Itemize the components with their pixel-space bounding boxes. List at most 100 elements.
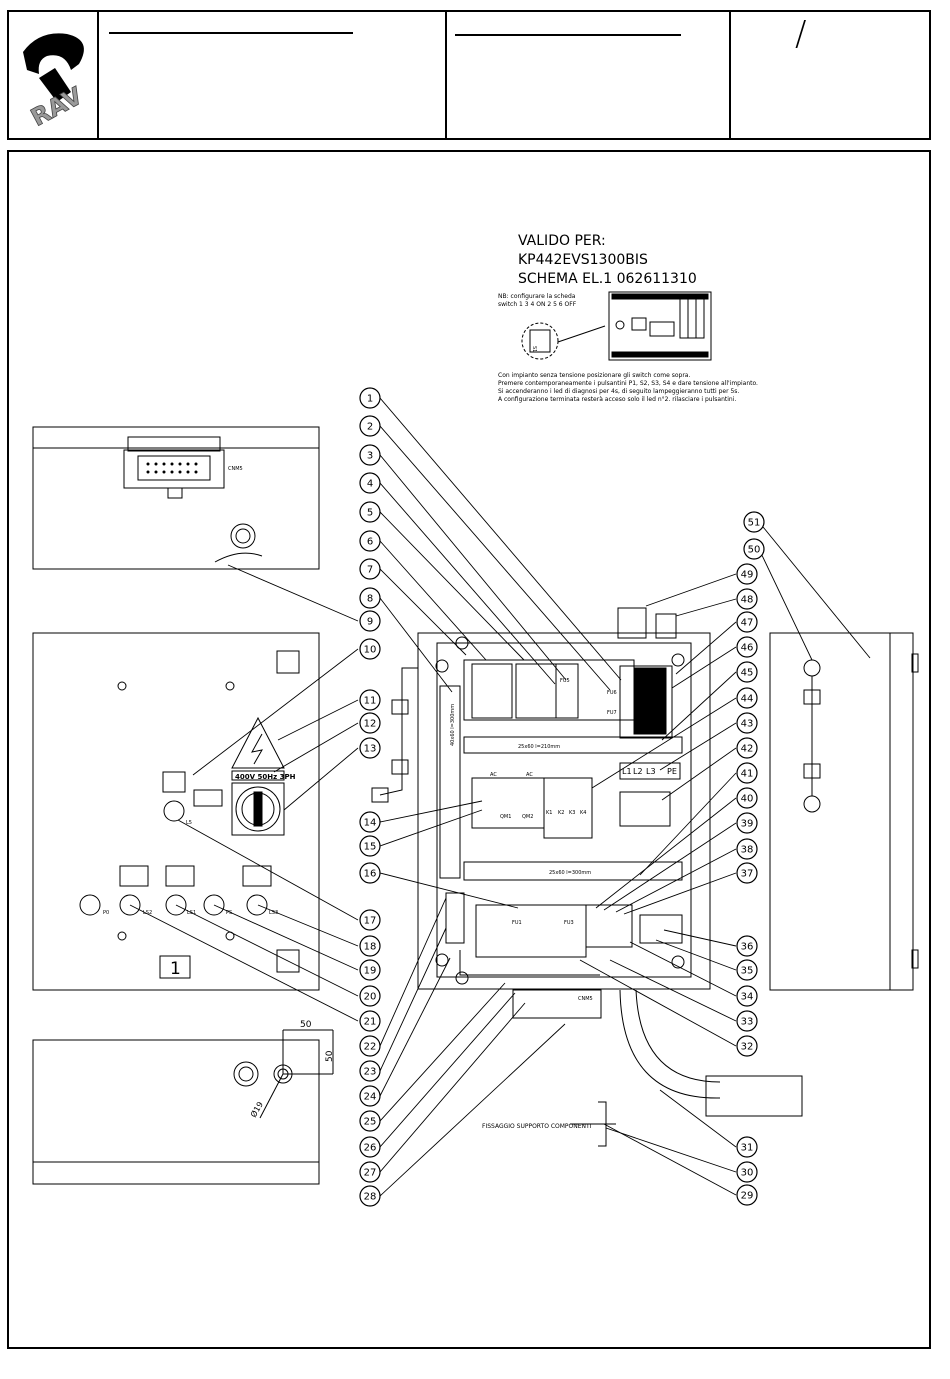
duct-bottom-label: 25x60 l=300mm	[549, 870, 591, 876]
callout-37: 37	[736, 862, 758, 884]
callout-number: 27	[364, 1168, 377, 1179]
callout-number: 46	[741, 643, 754, 654]
config-instr-2: Premere contemporaneamente i pulsantini …	[498, 380, 758, 387]
l3-label: L3	[646, 767, 656, 776]
callout-number: 45	[741, 668, 754, 679]
callout-circle	[359, 1136, 381, 1158]
callout-48: 48	[736, 588, 758, 610]
p0-label: P0	[103, 910, 109, 916]
callout-21: 21	[359, 1010, 381, 1032]
callout-number: 34	[741, 992, 754, 1003]
callout-number: 6	[367, 537, 373, 548]
callout-number: 49	[741, 570, 754, 581]
callout-number: 40	[741, 794, 754, 805]
callout-3: 3	[359, 444, 381, 466]
callout-circle	[359, 862, 381, 884]
lamp-label: L5	[186, 820, 192, 826]
callout-circle	[736, 712, 758, 734]
callout-circle	[359, 909, 381, 931]
callout-27: 27	[359, 1161, 381, 1183]
callout-number: 31	[741, 1143, 754, 1154]
fu6-label: FU6	[607, 690, 617, 696]
callout-number: 9	[367, 617, 373, 628]
callout-number: 37	[741, 869, 754, 880]
callout-circle	[736, 1010, 758, 1032]
cable-bottom	[619, 989, 721, 1099]
callout-number: 12	[364, 719, 377, 730]
callout-circle	[359, 935, 381, 957]
callout-number: 20	[364, 992, 377, 1003]
ps-label: PS	[226, 910, 232, 916]
field-separator: /	[795, 14, 807, 54]
callout-number: 1	[367, 394, 373, 405]
callout-33: 33	[736, 1010, 758, 1032]
callout-number: 11	[364, 696, 377, 707]
callout-number: 50	[748, 545, 761, 556]
title-line-1	[109, 32, 353, 34]
callout-circle	[736, 762, 758, 784]
callout-number: 19	[364, 966, 377, 977]
callout-9: 9	[359, 610, 381, 632]
callout-circle	[736, 661, 758, 683]
callout-13: 13	[359, 737, 381, 759]
callout-number: 3	[367, 451, 373, 462]
callout-4: 4	[359, 472, 381, 494]
callout-number: 43	[741, 719, 754, 730]
callout-circle	[359, 1110, 381, 1132]
callout-circle	[359, 1161, 381, 1183]
callout-circle	[359, 1010, 381, 1032]
control-board	[521, 291, 712, 361]
callout-10: 10	[359, 638, 381, 660]
k4-label: K4	[580, 810, 586, 816]
callout-circle	[359, 1060, 381, 1082]
callout-25: 25	[359, 1110, 381, 1132]
logo-cell: RAV	[9, 12, 99, 138]
callout-number: 24	[364, 1092, 377, 1103]
config-instr-3: Si accenderanno i led di diagnosi per 4s…	[498, 388, 740, 395]
callout-35: 35	[736, 959, 758, 981]
callout-number: 47	[741, 618, 754, 629]
callout-14: 14	[359, 811, 381, 833]
callout-number: 28	[364, 1192, 377, 1203]
config-instr-1: Con impianto senza tensione posizionare …	[498, 372, 691, 379]
motor-box	[705, 1075, 803, 1117]
duct-top-label: 25x60 l=210mm	[518, 744, 560, 750]
callout-32: 32	[736, 1035, 758, 1057]
callout-40: 40	[736, 787, 758, 809]
callout-circle	[359, 587, 381, 609]
enclosure-panel	[417, 607, 711, 1019]
callout-circle	[736, 611, 758, 633]
l2-label: L2	[633, 767, 643, 776]
callout-29: 29	[736, 1184, 758, 1206]
k3-label: K3	[569, 810, 575, 816]
callout-circle	[736, 1136, 758, 1158]
callout-circle	[736, 862, 758, 884]
callout-circle	[743, 511, 765, 533]
pe-label: PE	[667, 767, 677, 776]
callout-number: 16	[364, 869, 377, 880]
door-view	[32, 632, 320, 991]
fu3-label: FU3	[564, 920, 574, 926]
duct-vertical-label: 40x60 l=300mm	[450, 704, 456, 746]
callout-circle	[736, 687, 758, 709]
callout-circle	[736, 636, 758, 658]
fixing-label: FISSAGGIO SUPPORTO COMPONENTI	[482, 1123, 592, 1130]
callout-7: 7	[359, 558, 381, 580]
callout-38: 38	[736, 838, 758, 860]
callout-5: 5	[359, 501, 381, 523]
ls2-label: LS2	[143, 910, 152, 916]
callout-15: 15	[359, 835, 381, 857]
callout-43: 43	[736, 712, 758, 734]
callout-circle	[359, 444, 381, 466]
callout-circle	[359, 610, 381, 632]
callout-number: 42	[741, 744, 754, 755]
callout-50: 50	[743, 538, 765, 560]
callout-circle	[743, 538, 765, 560]
callout-26: 26	[359, 1136, 381, 1158]
callout-number: 17	[364, 916, 377, 927]
callout-number: 18	[364, 942, 377, 953]
top-left-view	[32, 426, 320, 570]
callout-number: 33	[741, 1017, 754, 1028]
callout-number: 36	[741, 942, 754, 953]
callout-circle	[359, 415, 381, 437]
